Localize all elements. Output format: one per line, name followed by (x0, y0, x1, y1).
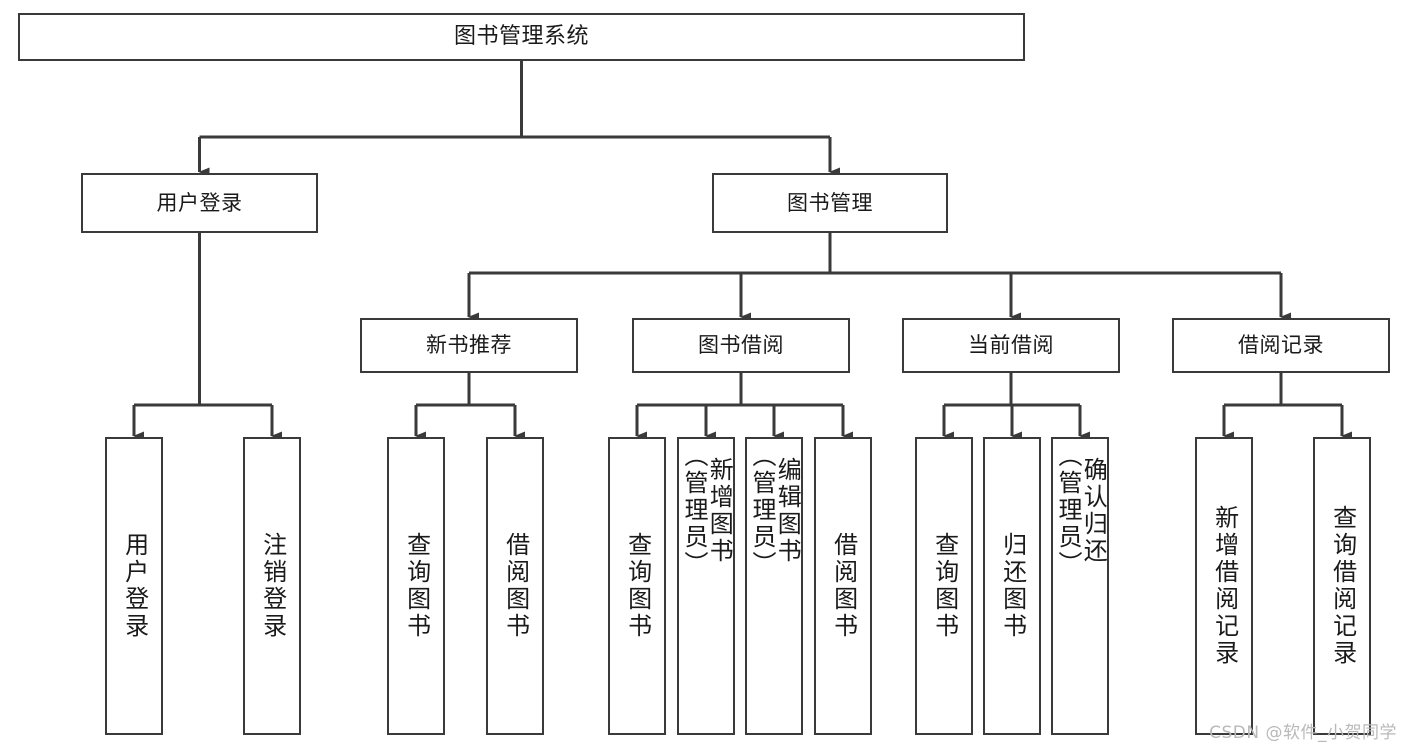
watermark: CSDN @软件_小贺同学 (1209, 723, 1397, 743)
node-current-borrow-label: 当前借阅 (968, 333, 1054, 358)
leaf-query-borrow-record[interactable]: 查询借阅记录 (1313, 437, 1371, 735)
node-book-manage[interactable]: 图书管理 (712, 173, 948, 233)
leaf-edit-book[interactable]: 编辑图书 （管理员） (745, 437, 803, 735)
leaf-user-login[interactable]: 用户登录 (105, 437, 163, 735)
node-root[interactable]: 图书管理系统 (18, 13, 1025, 61)
node-book-borrow-label: 图书借阅 (698, 333, 784, 358)
leaf-query-book-b-label: 查询图书 (623, 532, 652, 640)
node-book-borrow[interactable]: 图书借阅 (632, 318, 850, 373)
leaf-borrow-book-b-label: 借阅图书 (829, 532, 858, 640)
leaf-borrow-book-b[interactable]: 借阅图书 (814, 437, 872, 735)
leaf-logout[interactable]: 注销登录 (243, 437, 301, 735)
leaf-return-book[interactable]: 归还图书 (983, 437, 1041, 735)
node-root-label: 图书管理系统 (453, 24, 589, 50)
leaf-query-book-c[interactable]: 查询图书 (915, 437, 973, 735)
leaf-borrow-book-a-label: 借阅图书 (501, 532, 530, 640)
node-current-borrow[interactable]: 当前借阅 (902, 318, 1120, 373)
leaf-query-book-c-label: 查询图书 (930, 532, 959, 640)
node-new-book-recommend[interactable]: 新书推荐 (360, 318, 578, 373)
leaf-confirm-return[interactable]: 确认归还 （管理员） (1051, 437, 1109, 735)
leaf-return-book-label: 归还图书 (998, 532, 1027, 640)
leaf-add-book-label: 新增图书 （管理员） (680, 443, 734, 578)
leaf-borrow-book-a[interactable]: 借阅图书 (486, 437, 544, 735)
leaf-query-book-a-label: 查询图书 (402, 532, 431, 640)
leaf-query-borrow-record-label: 查询借阅记录 (1328, 505, 1357, 667)
leaf-user-login-label: 用户登录 (120, 532, 149, 640)
node-borrow-record[interactable]: 借阅记录 (1172, 318, 1390, 373)
leaf-add-borrow-record-label: 新增借阅记录 (1210, 505, 1239, 667)
node-user-login-label: 用户登录 (156, 190, 243, 215)
node-borrow-record-label: 借阅记录 (1238, 333, 1324, 358)
node-new-book-recommend-label: 新书推荐 (426, 333, 512, 358)
leaf-query-book-b[interactable]: 查询图书 (608, 437, 666, 735)
node-book-manage-label: 图书管理 (787, 190, 873, 215)
leaf-edit-book-label: 编辑图书 （管理员） (748, 443, 802, 578)
leaf-add-borrow-record[interactable]: 新增借阅记录 (1195, 437, 1253, 735)
node-user-login[interactable]: 用户登录 (81, 173, 318, 233)
leaf-confirm-return-label: 确认归还 （管理员） (1054, 443, 1108, 578)
leaf-add-book[interactable]: 新增图书 （管理员） (677, 437, 735, 735)
leaf-logout-label: 注销登录 (258, 532, 287, 640)
leaf-query-book-a[interactable]: 查询图书 (387, 437, 445, 735)
